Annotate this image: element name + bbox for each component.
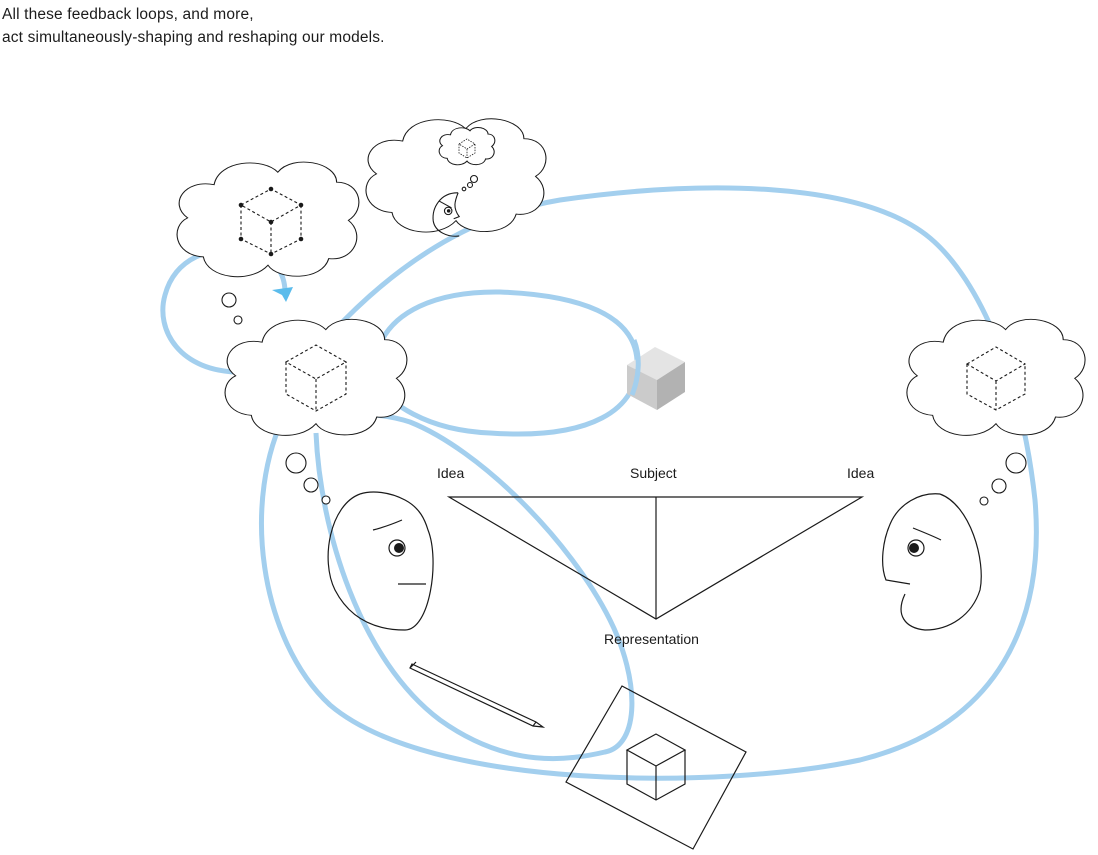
thought-bubble-icon (979, 496, 989, 506)
label-subject: Subject (630, 465, 677, 481)
triangle-diagram (446, 496, 865, 620)
loop-subject-front (629, 339, 641, 396)
loop-representation (313, 412, 635, 762)
thought-bubble-icon (321, 495, 331, 505)
thought-bubble-icon (285, 452, 307, 474)
dashed-cube-icon (965, 346, 1027, 411)
paper-sheet-icon (565, 685, 747, 850)
loop-big-ellipse (258, 185, 1039, 781)
thought-bubble-icon (469, 174, 479, 184)
drawn-cube-icon (625, 733, 687, 801)
subject-cube-icon (627, 347, 685, 410)
thought-bubble-icon (221, 292, 237, 308)
thought-bubble-icon (991, 478, 1007, 494)
dashed-cube-icon (458, 138, 476, 159)
thought-bubble-icon (303, 477, 319, 493)
face-profile-icon (432, 192, 461, 237)
thought-cloud-icon (906, 318, 1086, 436)
loop-subject (366, 289, 640, 437)
pencil-icon (409, 661, 546, 728)
face-profile-icon (882, 493, 982, 631)
dashed-cube-icon (238, 186, 304, 257)
thought-bubble-icon (233, 315, 243, 325)
dashed-cube-icon (284, 344, 348, 412)
thought-cloud-icon (176, 161, 360, 278)
face-profile-icon (327, 491, 434, 631)
caption-line-2: act simultaneously-shaping and reshaping… (2, 29, 385, 46)
caption-line-1: All these feedback loops, and more, (2, 6, 254, 23)
label-idea-right: Idea (847, 465, 874, 481)
thought-bubble-icon (461, 186, 467, 192)
label-representation: Representation (604, 631, 699, 647)
arrowhead-icon (272, 287, 293, 302)
thought-bubble-icon (1005, 452, 1027, 474)
thought-bubble-icon (466, 181, 474, 189)
caption: All these feedback loops, and more, act … (2, 3, 385, 49)
label-idea-left: Idea (437, 465, 464, 481)
